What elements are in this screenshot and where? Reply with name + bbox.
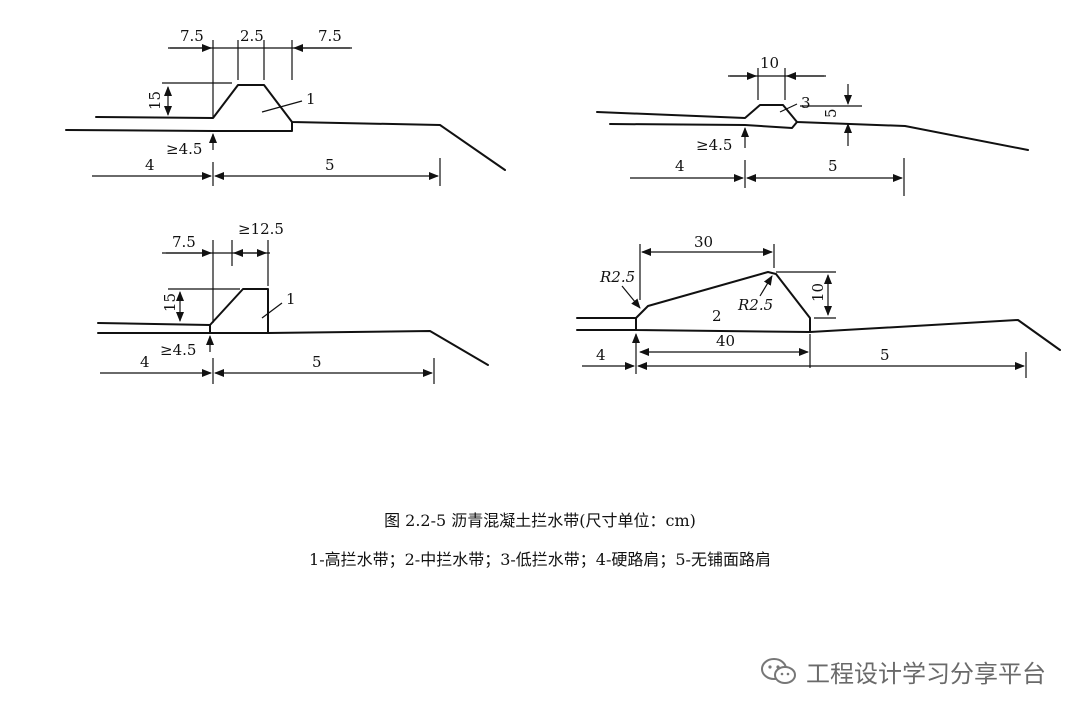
dim-label: ≥4.5 [166,140,202,158]
radius-label-left: R2.5 [599,268,635,286]
dim-label: 15 [161,293,179,312]
radius-leader [621,285,641,309]
dim-label: 5 [828,157,838,175]
figure-caption-legend: 1-高拦水带；2-中拦水带；3-低拦水带；4-硬路肩；5-无铺面路肩 [309,550,771,569]
part-label: 1 [286,290,296,308]
part-label: 3 [801,94,811,112]
dim-label: 7.5 [180,27,204,45]
dim-label: 5 [325,156,335,174]
dim-label: 4 [596,346,606,364]
dim-label: 7.5 [318,27,342,45]
dim-label: ≥4.5 [160,341,196,359]
wechat-logo-icon [761,657,796,684]
radius-leader [759,275,773,297]
figure-caption-title: 图 2.2-5 沥青混凝土拦水带(尺寸单位：cm) [384,511,696,530]
dim-label: 30 [694,233,713,251]
dim-label: 2.5 [240,27,264,45]
base-line [609,121,798,129]
dim-label: 10 [760,54,779,72]
panel-medium-curb: 30 10 R2.5 R2.5 2 40 4 5 [576,233,1061,378]
dim-label: ≥12.5 [238,220,284,238]
watermark: 工程设计学习分享平台 [760,654,1046,689]
part-label: 1 [306,90,316,108]
dim-label: 4 [675,157,685,175]
dim-label: 5 [312,353,322,371]
base-line [65,121,293,132]
panel-high-curb: 7.5 2.5 7.5 15 ≥4.5 1 4 5 [65,27,506,186]
dim-label: 4 [145,156,155,174]
dim-label: ≥4.5 [696,136,732,154]
dim-label: 10 [809,283,827,302]
radius-label-right: R2.5 [737,296,773,314]
leader-line [261,100,303,113]
leader-line [261,302,283,319]
dim-label: 4 [140,353,150,371]
panel-low-curb: 10 5 ≥4.5 3 4 5 [596,54,1029,196]
surface-line [576,271,1061,351]
dim-label: 15 [146,91,164,110]
dim-label: 40 [716,332,735,350]
dim-label: 7.5 [172,233,196,251]
watermark-text: 工程设计学习分享平台 [806,660,1046,688]
panel-high-curb-variant: 7.5 ≥12.5 15 ≥4.5 1 4 5 [97,220,489,384]
dim-label: 5 [880,346,890,364]
leader-line [779,103,798,113]
dim-label: 5 [822,108,840,118]
part-label: 2 [712,307,722,325]
surface-line [596,104,1029,151]
base-line [97,324,269,334]
base-line [576,317,811,333]
